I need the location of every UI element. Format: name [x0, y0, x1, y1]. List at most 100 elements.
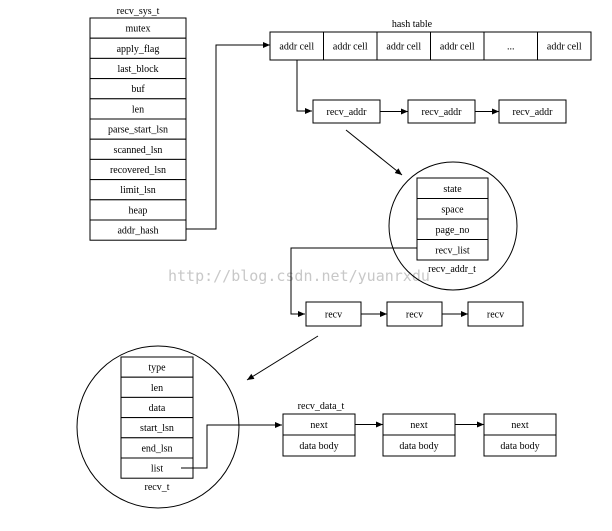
recv-addr-field-recv-list-label: recv_list — [435, 245, 470, 256]
recv-sys-field-addr-hash: addr_hash — [89, 219, 187, 241]
recv-data-title: recv_data_t — [298, 401, 345, 412]
hash-to-chain-connector — [296, 60, 312, 114]
recv-sys-field-parse-start-lsn: parse_start_lsn — [89, 118, 187, 140]
recv-data-node-3: next data body — [483, 413, 557, 457]
recv-data-body-1: data body — [282, 434, 356, 457]
recv-node-1-box — [305, 301, 362, 327]
recv-sys-field-parse-start-lsn-label: parse_start_lsn — [108, 125, 168, 136]
recv-addr-field-state-label: state — [443, 184, 462, 195]
recv-field-end-lsn: end_lsn — [120, 437, 194, 459]
hash-cell-5: ... — [483, 31, 538, 61]
recv-data-body-2: data body — [382, 434, 456, 457]
hash-table: hash table addr cell addr cell addr cell ad… — [269, 19, 592, 61]
recv-circle — [76, 345, 240, 509]
recv-data-next-2: next — [382, 413, 456, 436]
recv-addr-field-recv-list-box — [416, 239, 489, 261]
recv-addr-fields: state space page_no recv_list — [416, 177, 489, 261]
recv-addr-field-space-label: space — [441, 204, 464, 215]
recv-data-node-2: next data body — [382, 413, 456, 457]
recv-field-start-lsn: start_lsn — [120, 417, 194, 439]
watermark: http://blog.csdn.net/yuanrxdu — [168, 267, 430, 285]
recv-sys-field-recovered-lsn-label: recovered_lsn — [110, 165, 166, 176]
recv-chain: recv recv recv — [305, 301, 524, 327]
recv-sys-field-mutex-label: mutex — [126, 24, 151, 35]
hash-cell-1-label: addr cell — [279, 42, 314, 53]
recv-sys-field-limit-lsn-label: limit_lsn — [120, 185, 156, 196]
recv-field-start-lsn-label: start_lsn — [140, 423, 174, 434]
recv-data-body-1-box — [282, 434, 356, 457]
hash-cell-1: addr cell — [269, 31, 324, 61]
hash-cell-4-label: addr cell — [440, 42, 475, 53]
recv-field-type: type — [120, 356, 194, 378]
recv-data-body-1-label: data body — [299, 441, 338, 452]
recv-data-body-2-label: data body — [399, 441, 438, 452]
recv-addr-node-1: recv_addr — [312, 99, 381, 124]
recv-addr-struct: state space page_no recv_list recv_addr_t — [388, 161, 518, 291]
recv-sys-field-apply-flag-label: apply_flag — [117, 44, 160, 55]
hash-table-title: hash table — [392, 19, 433, 30]
recv-node-3-label: recv — [487, 310, 504, 321]
recv-sys-field-last-block: last_block — [89, 57, 187, 80]
recv-node-2-box — [386, 301, 443, 327]
hash-cell-3-label: addr cell — [386, 42, 421, 53]
recv-field-type-label: type — [148, 363, 166, 374]
recv-sys-field-addr-hash-label: addr_hash — [117, 226, 158, 237]
recv-list-connector — [290, 247, 417, 317]
recv-sys-field-scanned-lsn: scanned_lsn — [89, 138, 187, 160]
recv-field-len-label: len — [151, 383, 163, 394]
hash-cell-6-label: addr cell — [547, 42, 582, 53]
recv-data-body-2-box — [382, 434, 456, 457]
recv-node-2: recv — [386, 301, 443, 327]
recv-data-body-3: data body — [483, 434, 557, 457]
recv-sys-field-buf: buf — [89, 78, 187, 100]
recv-addr-field-recv-list: recv_list — [416, 239, 489, 261]
recv-field-len: len — [120, 376, 194, 398]
recv-addr-field-space: space — [416, 198, 489, 220]
recv-sys-field-len: len — [89, 98, 187, 120]
recv-sys-field-apply-flag: apply_flag — [89, 37, 187, 59]
recv-caption: recv_t — [145, 482, 170, 493]
recv-addr-node-3: recv_addr — [498, 99, 567, 124]
recv-addr-circle — [388, 161, 518, 291]
recv-sys-struct: recv_sys_t mutexapply_flaglast_blockbufl… — [89, 6, 187, 241]
hash-cell-3: addr cell — [376, 31, 431, 61]
hash-cell-5-box — [483, 31, 538, 61]
recv-node-2-label: recv — [406, 310, 423, 321]
recv-data-body-3-label: data body — [500, 441, 539, 452]
recv-data-next-1-label: next — [310, 420, 327, 431]
recv-addr-field-state: state — [416, 177, 489, 199]
recv-addr-field-page-no: page_no — [416, 218, 489, 240]
hash-cell-2-label: addr cell — [333, 42, 368, 53]
recv-data-next-3-label: next — [511, 420, 528, 431]
recv-sys-title: recv_sys_t — [117, 6, 160, 17]
recv-node-1-label: recv — [325, 310, 342, 321]
recv-node-1: recv — [305, 301, 362, 327]
recv-field-end-lsn-label: end_lsn — [141, 443, 172, 454]
recv-field-data: data — [120, 396, 194, 419]
recv-addr-node-1-label: recv_addr — [327, 107, 368, 118]
recv-addr-node-2-label: recv_addr — [422, 107, 463, 118]
recv-addr-caption: recv_addr_t — [428, 264, 476, 275]
hash-cell-6: addr cell — [537, 31, 592, 61]
hash-cell-5-label: ... — [507, 42, 515, 53]
hash-cell-2: addr cell — [323, 31, 378, 61]
list-connector — [181, 422, 282, 469]
recv-addr-node-3-label: recv_addr — [513, 107, 554, 118]
recv-sys-field-heap-label: heap — [129, 205, 148, 216]
chain-to-recv-addr-arrow — [345, 129, 403, 176]
recv-node-3-box — [467, 301, 524, 327]
recv-data-next-2-label: next — [410, 420, 427, 431]
hash-cell-6-box — [537, 31, 592, 61]
addr-hash-connector — [186, 42, 270, 230]
recv-sys-field-scanned-lsn-label: scanned_lsn — [114, 145, 163, 156]
recv-data-body-3-box — [483, 434, 557, 457]
recv-sys-field-heap: heap — [89, 199, 187, 221]
recv-sys-field-last-block-label: last_block — [117, 64, 158, 75]
recv-chain-to-recv-arrow — [246, 335, 319, 381]
recv-sys-field-mutex: mutex — [89, 17, 187, 39]
recv-data-nodes: next data body next data body next data body — [282, 413, 557, 457]
